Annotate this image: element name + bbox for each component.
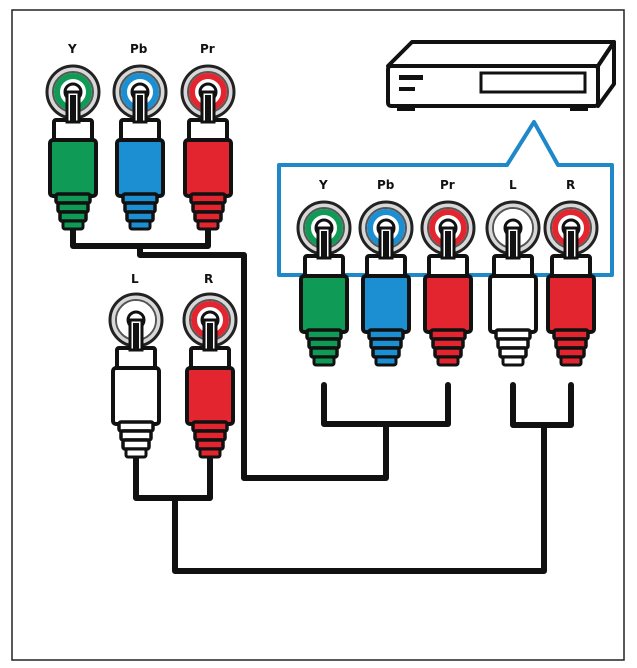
panel-label-r: R: [566, 178, 575, 192]
component-cable-panel: [321, 382, 451, 427]
panel-label-l: L: [509, 178, 517, 192]
panel-label-pr: Pr: [440, 178, 455, 192]
audio-cable-panel: [510, 382, 574, 428]
audio-label-l: L: [131, 272, 139, 286]
dvd-player-icon: [386, 40, 616, 111]
audio-label-r: R: [204, 272, 213, 286]
panel-label-y: Y: [318, 178, 328, 192]
panel-label-pb: Pb: [377, 178, 395, 192]
component-label-pr: Pr: [200, 42, 215, 56]
cables: [70, 227, 574, 574]
component-label-y: Y: [67, 42, 77, 56]
component-label-pb: Pb: [130, 42, 148, 56]
audio-cable-route: [172, 422, 547, 574]
component-cable-route: [137, 243, 389, 481]
